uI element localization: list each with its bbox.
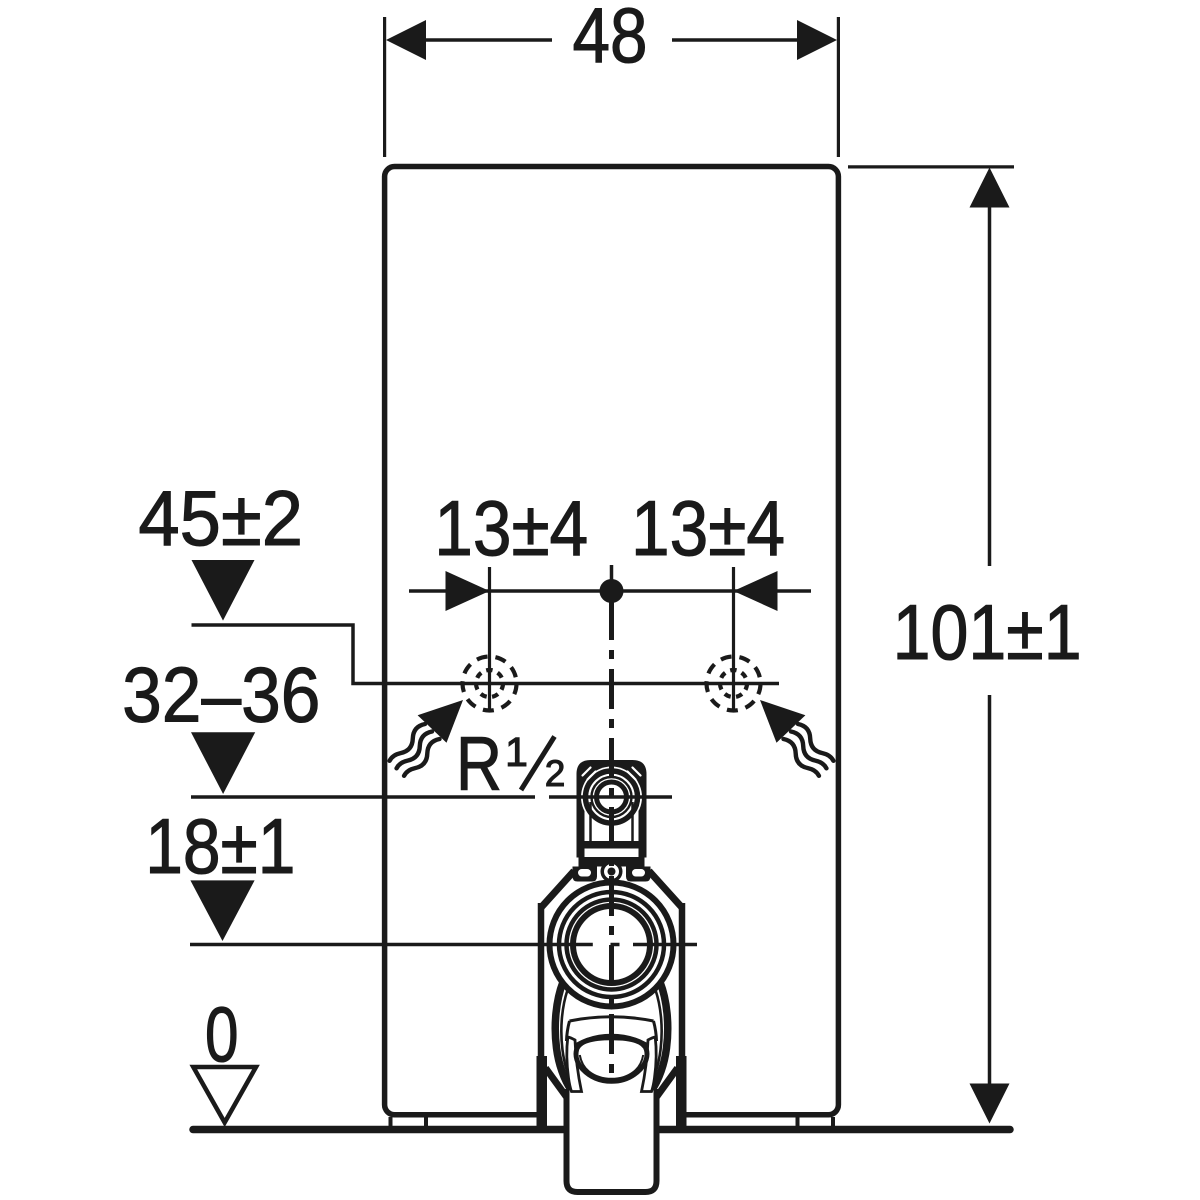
funnel-side-right <box>648 980 672 1093</box>
supply-arrow-icon <box>417 700 463 743</box>
funnel-flap-right <box>639 1035 658 1093</box>
mounting-hole-left <box>578 869 591 877</box>
mounting-hole-right <box>632 869 645 877</box>
drain-pipe-outline <box>563 1089 660 1195</box>
height-dimension-label: 101±1 <box>893 588 1082 676</box>
water-supply-left <box>387 654 519 779</box>
plate-flare-left <box>538 868 577 910</box>
level-3-label: 18±1 <box>145 802 295 890</box>
dimension-height <box>848 165 1014 1124</box>
stirrup-highlights <box>581 766 642 781</box>
offset-right-label: 13±4 <box>631 484 785 572</box>
stirrup-left-leg-extension <box>576 848 585 858</box>
supply-arrow-icon <box>760 700 806 743</box>
water-waves-icon <box>387 721 442 779</box>
arrowhead-up-icon <box>969 167 1010 208</box>
arrowhead-left-icon <box>386 20 426 60</box>
thread-label: R 1 2 <box>455 721 566 807</box>
water-waves-icon <box>781 721 836 779</box>
level-2-label: 32–36 <box>122 651 320 739</box>
funnel-flap-left <box>565 1035 584 1093</box>
width-dimension-label: 48 <box>573 0 648 79</box>
center-reference-dot <box>599 579 624 603</box>
housing-foot-right <box>676 1056 687 1130</box>
dimension-offsets <box>409 565 811 710</box>
level-line-1 <box>191 623 779 686</box>
floor-label: 0 <box>205 990 239 1078</box>
stirrup-right-leg-extension <box>638 848 647 858</box>
plate-flare-right <box>646 868 685 910</box>
level-3-marker-icon <box>190 880 255 941</box>
thread-denominator: 2 <box>545 753 566 794</box>
floor <box>189 1117 1014 1134</box>
thread-prefix: R <box>456 722 502 807</box>
funnel-side-left <box>551 980 575 1093</box>
level-1-label: 45±2 <box>138 474 303 562</box>
arrowhead-down-icon <box>969 1083 1010 1124</box>
housing-foot-left <box>536 1056 547 1130</box>
level-labels: 45±2 32–36 18±1 0 <box>122 473 321 1128</box>
outlet-opening-inner <box>578 1054 645 1080</box>
supply-circle-inner <box>473 667 506 700</box>
plate-fitting-center <box>607 867 616 876</box>
supply-circle-outer <box>704 654 763 713</box>
arrowhead-right-icon <box>445 571 490 611</box>
water-supply-right <box>704 654 836 779</box>
arrowhead-left-icon <box>733 571 778 611</box>
level-1-marker-icon <box>191 560 255 621</box>
fraction-slash <box>518 735 557 792</box>
offset-left-label: 13±4 <box>434 484 588 572</box>
supply-circle-inner <box>717 667 750 700</box>
thread-numerator: 1 <box>505 729 528 775</box>
dimension-width <box>383 17 841 157</box>
floor-marker-icon <box>189 1064 260 1128</box>
arrowhead-right-icon <box>797 20 837 60</box>
level-2-marker-icon <box>191 732 256 794</box>
drain-pipe-fill <box>563 1089 660 1196</box>
supply-circle-outer <box>460 654 519 713</box>
